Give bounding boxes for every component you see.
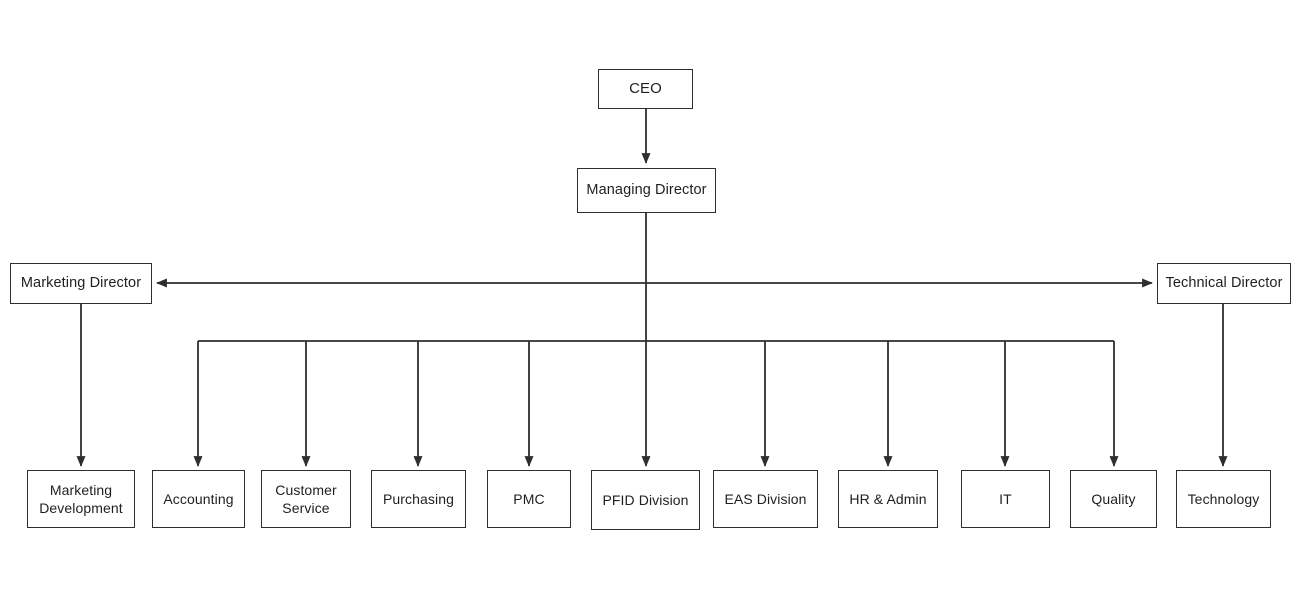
org-node-managing-director: Managing Director: [577, 168, 716, 213]
org-node-purchasing: Purchasing: [371, 470, 466, 528]
org-node-accounting: Accounting: [152, 470, 245, 528]
org-node-customer-service: Customer Service: [261, 470, 351, 528]
org-node-pfid-division: PFID Division: [591, 470, 700, 530]
org-node-quality: Quality: [1070, 470, 1157, 528]
org-node-pmc: PMC: [487, 470, 571, 528]
org-node-technical-director: Technical Director: [1157, 263, 1291, 304]
org-node-it: IT: [961, 470, 1050, 528]
org-node-hr-admin: HR & Admin: [838, 470, 938, 528]
org-node-technology: Technology: [1176, 470, 1271, 528]
org-node-ceo: CEO: [598, 69, 693, 109]
org-node-marketing-director: Marketing Director: [10, 263, 152, 304]
org-node-eas-division: EAS Division: [713, 470, 818, 528]
org-node-marketing-development: Marketing Development: [27, 470, 135, 528]
